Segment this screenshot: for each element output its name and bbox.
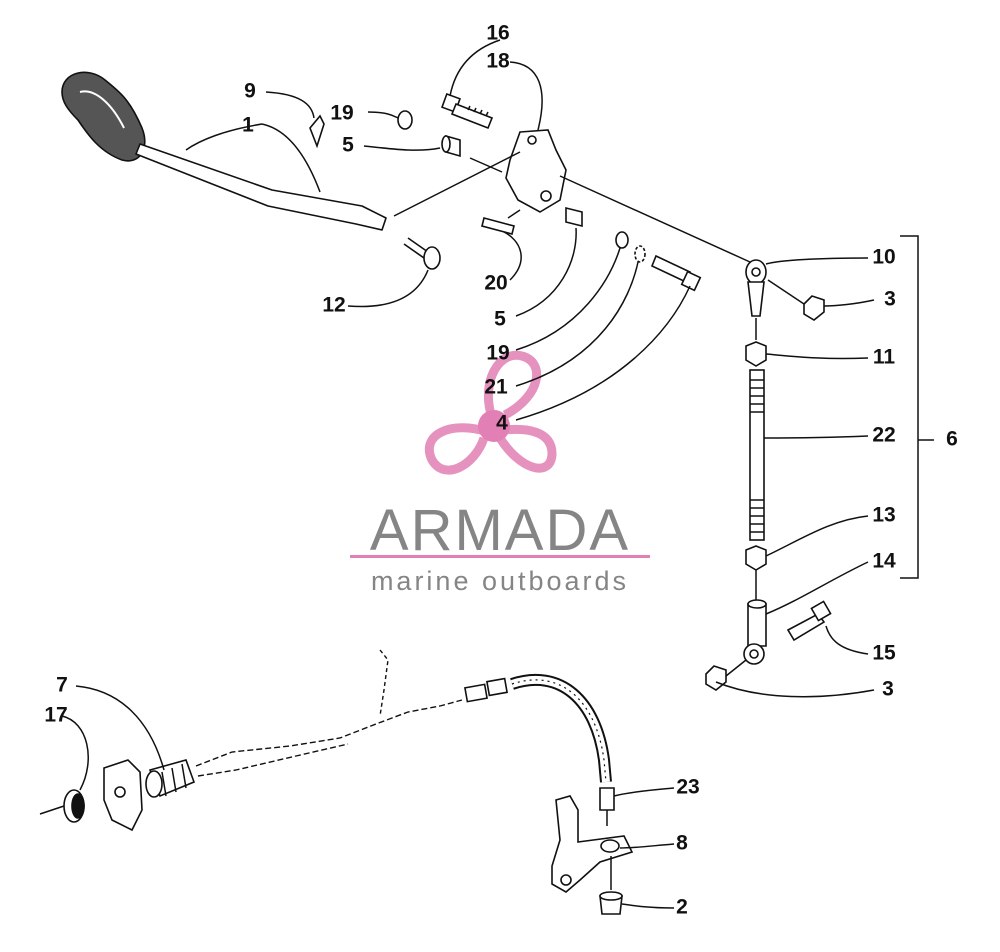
nut-upper (803, 295, 825, 321)
callout-3-lower: 3 (882, 678, 894, 701)
callout-15: 15 (872, 642, 896, 665)
wire-harness (195, 699, 463, 767)
pivot-bracket (505, 129, 567, 213)
bushing-lower (565, 206, 583, 228)
watermark-brand: ARMADA (370, 498, 630, 563)
shift-handle-knob (61, 71, 146, 162)
callout-23: 23 (676, 776, 699, 799)
roll-pin (481, 217, 515, 235)
shift-handle-knob-grip (79, 90, 125, 129)
callout-9: 9 (244, 80, 256, 103)
rod-end-bolt (786, 600, 832, 642)
seal-ring (63, 789, 85, 823)
callout-10: 10 (872, 246, 895, 269)
bracket-bolt (650, 254, 702, 292)
callout-21: 21 (484, 376, 508, 399)
bracket-bushing (599, 891, 623, 915)
jam-nut-upper (745, 341, 767, 367)
callout-5-lower: 5 (494, 308, 506, 331)
pivot-bolt (403, 237, 441, 270)
washer-lower (615, 231, 629, 249)
callout-6: 6 (946, 428, 958, 451)
callout-22: 22 (872, 424, 895, 447)
callout-8: 8 (676, 832, 688, 855)
neutral-switch (145, 759, 196, 798)
callout-4: 4 (496, 412, 508, 435)
jam-nut-lower (745, 545, 767, 571)
watermark-tagline: marine outboards (371, 566, 629, 596)
callout-13: 13 (872, 504, 895, 527)
cable-sheath (510, 673, 612, 783)
callout-19-lower: 19 (486, 342, 509, 365)
cable-end-fitting (599, 787, 615, 811)
cable-bracket (551, 795, 634, 893)
lock-washer (634, 245, 646, 263)
assembly-bracket (900, 235, 919, 579)
callout-7: 7 (56, 674, 68, 697)
callout-14: 14 (872, 550, 896, 573)
propeller-logo-icon (424, 350, 557, 475)
leader-lines (61, 39, 875, 909)
callout-11: 11 (873, 346, 896, 369)
harness-connector (464, 677, 509, 703)
callout-1: 1 (242, 114, 254, 137)
top-bolt (441, 93, 494, 130)
watermark-divider (350, 555, 650, 558)
callout-3-top: 3 (884, 288, 896, 311)
callout-5-top: 5 (342, 134, 354, 157)
callout-20: 20 (484, 272, 507, 295)
rod-end-upper (745, 259, 767, 317)
callout-19-top: 19 (330, 102, 353, 125)
shift-lever-rod (135, 143, 387, 231)
callout-18: 18 (486, 50, 510, 73)
nut-lower (705, 665, 727, 691)
washer-top (397, 110, 413, 130)
callout-2: 2 (676, 896, 688, 919)
armada-watermark: ARMADA marine outboards (350, 350, 650, 596)
callout-17: 17 (44, 704, 67, 727)
linkage-axis (393, 151, 521, 217)
callout-16: 16 (486, 22, 509, 45)
callout-12: 12 (322, 294, 345, 317)
rod-end-lower (743, 599, 767, 665)
cotter-pin (309, 114, 325, 149)
propeller-hub-icon (478, 410, 510, 442)
